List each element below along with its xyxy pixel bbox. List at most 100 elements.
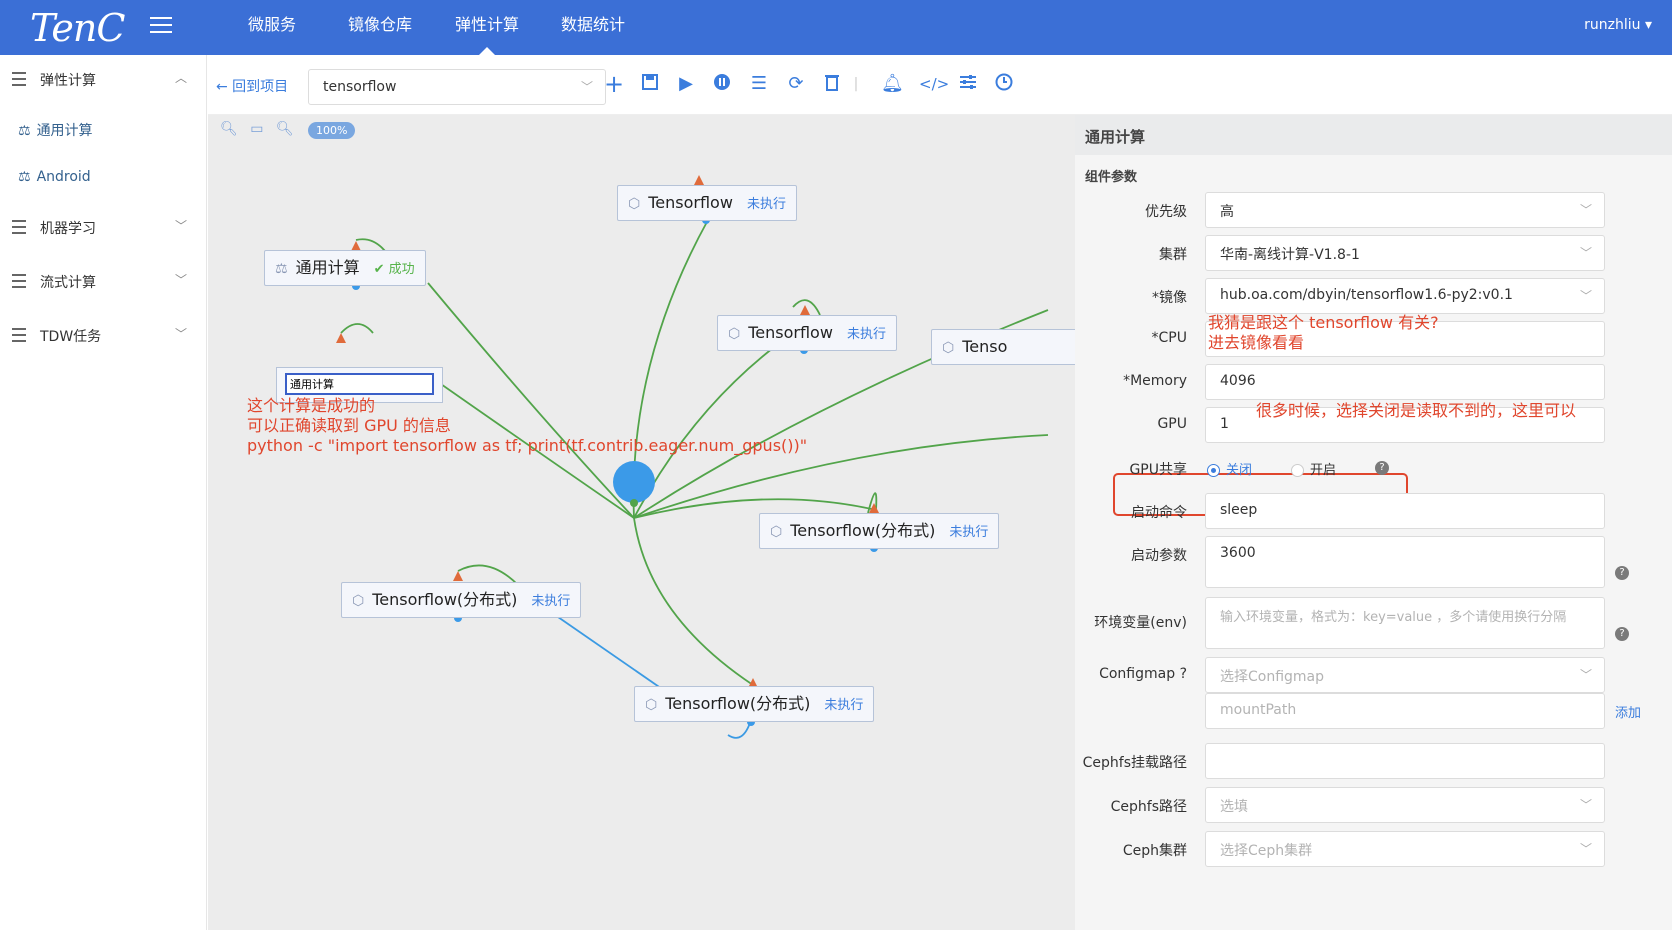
chevron-down-icon: ﹀: [1579, 842, 1592, 856]
cpu-field[interactable]: [1205, 321, 1605, 357]
tensorflow-icon: ⬡: [728, 326, 741, 342]
field-label: Configmap ?: [1099, 666, 1187, 682]
refresh-icon[interactable]: ⟳: [788, 73, 804, 94]
chevron-down-icon: ﹀: [1579, 203, 1592, 217]
nav-elastic-compute[interactable]: 弹性计算: [455, 0, 519, 55]
field-label: 启动命令: [1131, 505, 1187, 521]
bell-icon[interactable]: 🔔︎: [881, 73, 904, 94]
back-to-project-link[interactable]: ← 回到项目: [216, 79, 289, 95]
field-label: *Memory: [1123, 373, 1187, 389]
node-name: Tensorflow: [648, 193, 733, 212]
panel-title: 通用计算: [1075, 115, 1672, 155]
select-value: hub.oa.com/dbyin/tensorflow1.6-py2:v0.1: [1220, 287, 1513, 303]
scale-icon: ⚖: [275, 261, 288, 277]
sidebar-group-label: 机器学习: [40, 221, 96, 237]
select-value: 高: [1220, 204, 1234, 220]
start-args-textarea[interactable]: 3600: [1205, 536, 1605, 588]
configmap-select[interactable]: 选择Configmap﹀: [1205, 657, 1605, 693]
clock-icon[interactable]: [993, 73, 1015, 95]
fit-screen-icon[interactable]: ▭: [250, 121, 264, 137]
sliders-icon[interactable]: [957, 73, 979, 95]
zoom-in-icon[interactable]: 🔍︎: [275, 121, 294, 137]
node-status: 未执行: [746, 197, 786, 212]
zoom-controls: 🔍︎ ▭ 🔍︎: [220, 121, 294, 137]
field-label: GPU: [1157, 416, 1187, 432]
field-label: *CPU: [1151, 330, 1187, 346]
sidebar-group-tdw[interactable]: TDW任务 ﹀: [0, 315, 207, 355]
workflow-node[interactable]: ⬡ Tenso: [931, 329, 1075, 365]
workflow-start-node[interactable]: [613, 461, 655, 503]
list-icon: [12, 274, 26, 292]
scale-icon: ⚖: [18, 169, 31, 185]
user-menu[interactable]: runzhliu ▾: [1584, 17, 1652, 33]
add-configmap-link[interactable]: 添加: [1615, 706, 1642, 721]
field-label: Ceph集群: [1122, 843, 1187, 859]
nav-statistics[interactable]: 数据统计: [561, 15, 626, 34]
help-icon[interactable]: ?: [1615, 627, 1629, 641]
sidebar-item-general[interactable]: ⚖通用计算: [18, 120, 93, 140]
memory-field[interactable]: 4096: [1205, 364, 1605, 400]
workflow-node[interactable]: ⬡Tensorflow(分布式)未执行: [759, 513, 1000, 549]
app-logo[interactable]: TenC: [30, 6, 125, 50]
sidebar-item-label: Android: [36, 169, 91, 185]
sidebar-group-label: TDW任务: [40, 329, 102, 345]
select-placeholder: 选择Ceph集群: [1220, 843, 1313, 859]
sidebar-group-ml[interactable]: 机器学习 ﹀: [0, 207, 207, 247]
sidebar: 弹性计算 ︿ ⚖通用计算 ⚖ Android 机器学习 ﹀ 流式计算 ﹀ TDW任…: [0, 55, 207, 930]
radio-label: 关闭: [1226, 463, 1253, 478]
sidebar-group-elastic[interactable]: 弹性计算 ︿: [0, 59, 207, 99]
project-select[interactable]: tensorflow ﹀: [308, 69, 606, 105]
save-icon[interactable]: [639, 73, 661, 95]
list-icon[interactable]: ☰: [750, 73, 768, 94]
gpu-field[interactable]: 1: [1205, 407, 1605, 443]
node-name-input[interactable]: [285, 373, 434, 395]
gpu-share-off-radio[interactable]: 关闭: [1207, 459, 1252, 478]
tensorflow-icon: ⬡: [352, 593, 365, 609]
chevron-down-icon: ﹀: [174, 219, 187, 233]
chevron-down-icon: ﹀: [174, 273, 187, 287]
cephfs-mount-input[interactable]: [1205, 743, 1605, 779]
workflow-node-editing[interactable]: [276, 367, 443, 403]
mountpath-input[interactable]: mountPath: [1205, 693, 1605, 729]
top-navbar: TenC 微服务 镜像仓库 弹性计算 数据统计 runzhliu ▾: [0, 0, 1672, 55]
cluster-select[interactable]: 华南-离线计算-V1.8-1﹀: [1205, 235, 1605, 271]
sidebar-item-android[interactable]: ⚖ Android: [18, 169, 91, 185]
node-name: Tensorflow(分布式): [665, 694, 811, 713]
tensorflow-icon: ⬡: [942, 340, 955, 356]
workflow-node[interactable]: ⬡Tensorflow(分布式)未执行: [341, 582, 582, 618]
env-textarea[interactable]: 输入环境变量，格式为：key=value ，多个请使用换行分隔: [1205, 597, 1605, 649]
radio-icon: [1291, 464, 1304, 477]
field-label: 启动参数: [1131, 548, 1187, 564]
nav-image-repo[interactable]: 镜像仓库: [348, 15, 413, 34]
add-icon[interactable]: +: [603, 70, 625, 98]
start-cmd-field[interactable]: sleep: [1205, 493, 1605, 529]
gpu-share-on-radio[interactable]: 开启: [1291, 459, 1336, 478]
zoom-out-icon[interactable]: 🔍︎: [220, 121, 238, 137]
nav-microservice[interactable]: 微服务: [248, 15, 297, 34]
cephfs-path-select[interactable]: 选填﹀: [1205, 787, 1605, 823]
workflow-node[interactable]: ⬡Tensorflow(分布式)未执行: [634, 686, 875, 722]
node-name: Tenso: [962, 337, 1008, 356]
run-icon[interactable]: ▶: [679, 73, 693, 94]
delete-icon[interactable]: [821, 73, 843, 95]
node-status: 未执行: [949, 525, 989, 540]
node-name: 通用计算: [295, 258, 360, 277]
annotation-text: 可以正确读取到 GPU 的信息: [247, 416, 451, 435]
ceph-cluster-select[interactable]: 选择Ceph集群 ﹀: [1205, 831, 1605, 867]
stop-icon[interactable]: [711, 73, 733, 95]
code-icon[interactable]: </>: [919, 75, 950, 93]
tensorflow-icon: ⬡: [770, 524, 783, 540]
help-icon[interactable]: ?: [1375, 461, 1389, 475]
workflow-canvas[interactable]: 🔍︎ ▭ 🔍︎ 100%: [208, 115, 1075, 930]
annotation-text: 这个计算是成功的: [247, 396, 376, 415]
help-icon[interactable]: ?: [1615, 566, 1629, 580]
priority-select[interactable]: 高﹀: [1205, 192, 1605, 228]
menu-toggle-icon[interactable]: [150, 17, 172, 35]
field-label: 优先级: [1145, 204, 1187, 220]
sidebar-group-stream[interactable]: 流式计算 ﹀: [0, 261, 207, 301]
image-select[interactable]: hub.oa.com/dbyin/tensorflow1.6-py2:v0.1﹀: [1205, 278, 1605, 314]
node-name: Tensorflow: [748, 323, 833, 342]
workflow-node[interactable]: ⚖通用计算✔ 成功: [264, 250, 426, 286]
